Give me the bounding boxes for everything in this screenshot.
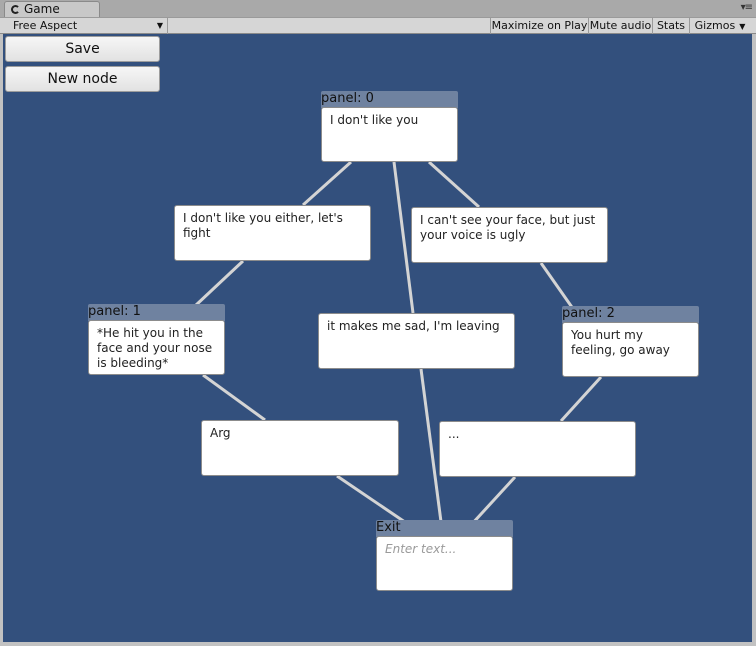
panel-1-text[interactable]: *He hit you in the face and your nose is… <box>88 320 225 375</box>
dropdown-arrow-icon: ▼ <box>156 21 163 30</box>
new-node-button[interactable]: New node <box>5 66 160 92</box>
exit-header[interactable]: Exit <box>376 520 513 537</box>
panel-2-header[interactable]: panel: 2 <box>562 306 699 323</box>
response-dots[interactable]: ... <box>439 421 636 477</box>
save-button[interactable]: Save <box>5 36 160 62</box>
response-ugly[interactable]: I can't see your face, but just your voi… <box>411 207 608 263</box>
game-toolbar: Free Aspect ▼ Maximize on Play Mute audi… <box>0 17 756 34</box>
response-fight[interactable]: I don't like you either, let's fight <box>174 205 371 261</box>
response-sad[interactable]: it makes me sad, I'm leaving <box>318 313 515 369</box>
aspect-label: Free Aspect <box>13 19 78 32</box>
menu-icon[interactable]: ▾≡ <box>740 2 753 13</box>
link-p2-dots <box>559 375 603 423</box>
panel-0-text[interactable]: I don't like you <box>321 107 458 162</box>
panel-2-text[interactable]: You hurt my feeling, go away <box>562 322 699 377</box>
link-p1-arg <box>202 373 266 422</box>
mute-audio-button[interactable]: Mute audio <box>588 18 652 34</box>
tab-bar: Game ▾≡ <box>0 0 756 17</box>
panel-0-header[interactable]: panel: 0 <box>321 91 458 108</box>
exit-text-input[interactable]: Enter text... <box>376 536 513 591</box>
maximize-on-play-button[interactable]: Maximize on Play <box>490 18 588 34</box>
node-links <box>177 160 603 539</box>
link-sad-exit <box>419 368 445 538</box>
panel-1-header[interactable]: panel: 1 <box>88 304 225 321</box>
response-arg[interactable]: Arg <box>201 420 399 476</box>
link-p0-ugly <box>427 160 481 209</box>
game-icon <box>11 5 20 14</box>
stats-button[interactable]: Stats <box>652 18 689 34</box>
tab-title: Game <box>24 2 60 16</box>
gizmos-arrow-icon: ▼ <box>739 22 746 31</box>
gizmos-dropdown[interactable]: Gizmos▼ <box>689 18 750 34</box>
link-p0-sad <box>392 161 415 314</box>
link-p0-fight <box>301 160 353 207</box>
gizmos-label: Gizmos <box>694 19 736 32</box>
aspect-dropdown[interactable]: Free Aspect ▼ <box>8 18 168 34</box>
game-view: Save New node panel: 0 I don't like you … <box>3 34 752 642</box>
exit-placeholder: Enter text... <box>385 542 457 556</box>
tab-game[interactable]: Game <box>4 1 100 17</box>
